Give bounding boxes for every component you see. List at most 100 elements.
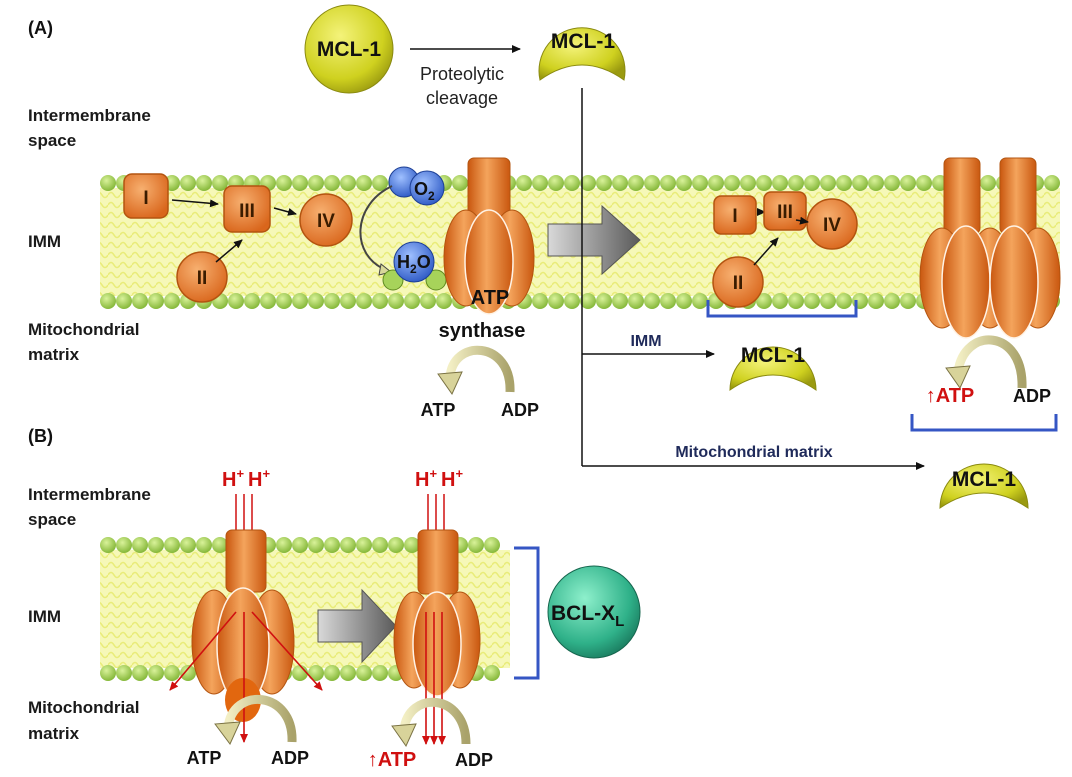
lipid-head [532,175,548,191]
panel-label-a: (A) [28,18,53,38]
atp-cycle-a-right [953,335,1027,389]
lipid-head [548,175,564,191]
lipid-head [356,175,372,191]
adp-label-b-left: ADP [271,748,309,768]
lipid-head [804,293,820,309]
arrow-iii-to-iv-right [795,216,809,225]
mcl1-cleaved-top: MCL-1 [538,27,626,81]
svg-text:I: I [732,206,737,227]
lipid-head [836,175,852,191]
lipid-head [692,293,708,309]
lipid-head [708,175,724,191]
lipid-head [372,537,388,553]
lipid-head [580,175,596,191]
cleavage-label-2: cleavage [426,88,498,108]
lipid-head [292,175,308,191]
lipid-head [132,537,148,553]
arrow-iii-to-iv [273,207,297,216]
transition-arrow-a [547,204,641,276]
up-atp-label-b: ↑ATP [368,749,417,771]
region-matrix-a-2: matrix [28,345,80,364]
arrow-ii-to-iii-right [753,237,779,266]
lipid-head [340,293,356,309]
lipid-head [916,175,932,191]
lipid-head [308,175,324,191]
lipid-head [436,293,452,309]
atp-synthase-a-left [443,157,535,315]
oxygen-molecule: O2 [388,166,445,206]
lipid-head [100,175,116,191]
lipid-head [612,293,628,309]
lipid-head [644,175,660,191]
lipid-head [724,175,740,191]
atp-cycle-a-left [445,345,515,393]
lipid-head [564,175,580,191]
svg-text:IV: IV [317,211,335,232]
bclxl-protein: BCL-XL [547,565,641,659]
lipid-head [676,293,692,309]
lipid-head [628,293,644,309]
region-intermembrane-b-2: space [28,510,76,529]
lipid-head [980,175,996,191]
proton-labels-b-right: H+H+ [415,466,464,491]
lipid-head [196,175,212,191]
svg-text:III: III [777,202,793,223]
svg-text:IV: IV [823,215,841,236]
atp-cycle-b-right-head [391,723,417,748]
lipid-head [212,175,228,191]
atp-cycle-b-left [223,694,297,743]
lipid-head [740,175,756,191]
atp-synthase-dimer-right [919,157,1061,339]
svg-text:MCL-1: MCL-1 [551,30,615,53]
lipid-head [404,293,420,309]
region-imm-a: IMM [28,232,61,251]
bracket-bclxl [514,546,540,680]
atp-label-a-left: ATP [421,400,456,420]
svg-text:I: I [143,188,148,209]
lipid-head [612,175,628,191]
svg-text:BCL-XL: BCL-XL [551,602,624,630]
arrow-i-to-iii [171,199,219,208]
lipid-head [276,175,292,191]
lipid-head [340,537,356,553]
lipid-head [404,537,420,553]
lipid-head [164,293,180,309]
lipid-head [228,293,244,309]
lipid-head [196,537,212,553]
lipid-head [884,175,900,191]
lipid-head [308,665,324,681]
atp-cycle-a-left-head [437,371,463,396]
lipid-head [676,175,692,191]
svg-text:II: II [197,268,208,289]
cleavage-label-1: Proteolytic [420,64,504,84]
lipid-head [100,293,116,309]
complex-iv-left: IV [299,193,353,247]
lipid-head [356,665,372,681]
arrow-ii-to-iii [215,239,243,263]
adp-label-a-right: ADP [1013,386,1051,406]
lipid-head [308,537,324,553]
lipid-head [820,293,836,309]
atp-cycle-b-right [399,697,471,745]
lipid-head [532,293,548,309]
lipid-head [212,537,228,553]
lipid-head [148,537,164,553]
adp-label-a-left: ADP [501,400,539,420]
lipid-head [292,293,308,309]
lipid-head [164,665,180,681]
lipid-head [324,537,340,553]
lipid-head [852,293,868,309]
complex-iii-right: III [763,191,807,231]
synthase-label-1: ATP [471,287,510,309]
lipid-head [276,293,292,309]
lipid-head [372,665,388,681]
proton-labels-b-left: H+H+ [222,466,271,491]
lipid-head [484,665,500,681]
atp-synthase-b-left [169,494,323,743]
lipid-head [180,175,196,191]
lipid-head [116,537,132,553]
lipid-head [468,537,484,553]
svg-text:III: III [239,201,255,222]
lipid-head [900,175,916,191]
lipid-head [788,175,804,191]
